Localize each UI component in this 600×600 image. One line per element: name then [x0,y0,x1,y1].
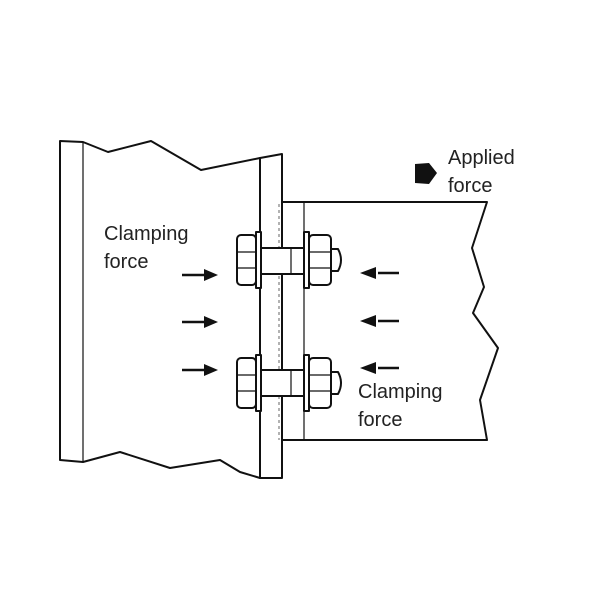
arrow-right-icon [182,364,218,376]
arrow-left-icon [360,315,399,327]
bolt-lower [236,354,342,412]
arrow-left-icon [360,362,399,374]
right-clamping-label-2: force [358,409,402,431]
left-clamping-label-1: Clamping [104,223,188,245]
bolt-upper [236,231,342,289]
applied-force-label-2: force [448,175,492,197]
left-clamping-label-2: force [104,251,148,273]
applied-force-arrow-icon [415,163,437,184]
right-clamping-arrows [360,267,399,374]
end-plate [259,153,283,479]
applied-force-label-1: Applied [448,147,515,169]
arrow-right-icon [182,316,218,328]
left-clamping-arrows [182,269,218,376]
arrow-right-icon [182,269,218,281]
right-clamping-label-1: Clamping [358,381,442,403]
left-member [59,140,261,479]
arrow-left-icon [360,267,399,279]
